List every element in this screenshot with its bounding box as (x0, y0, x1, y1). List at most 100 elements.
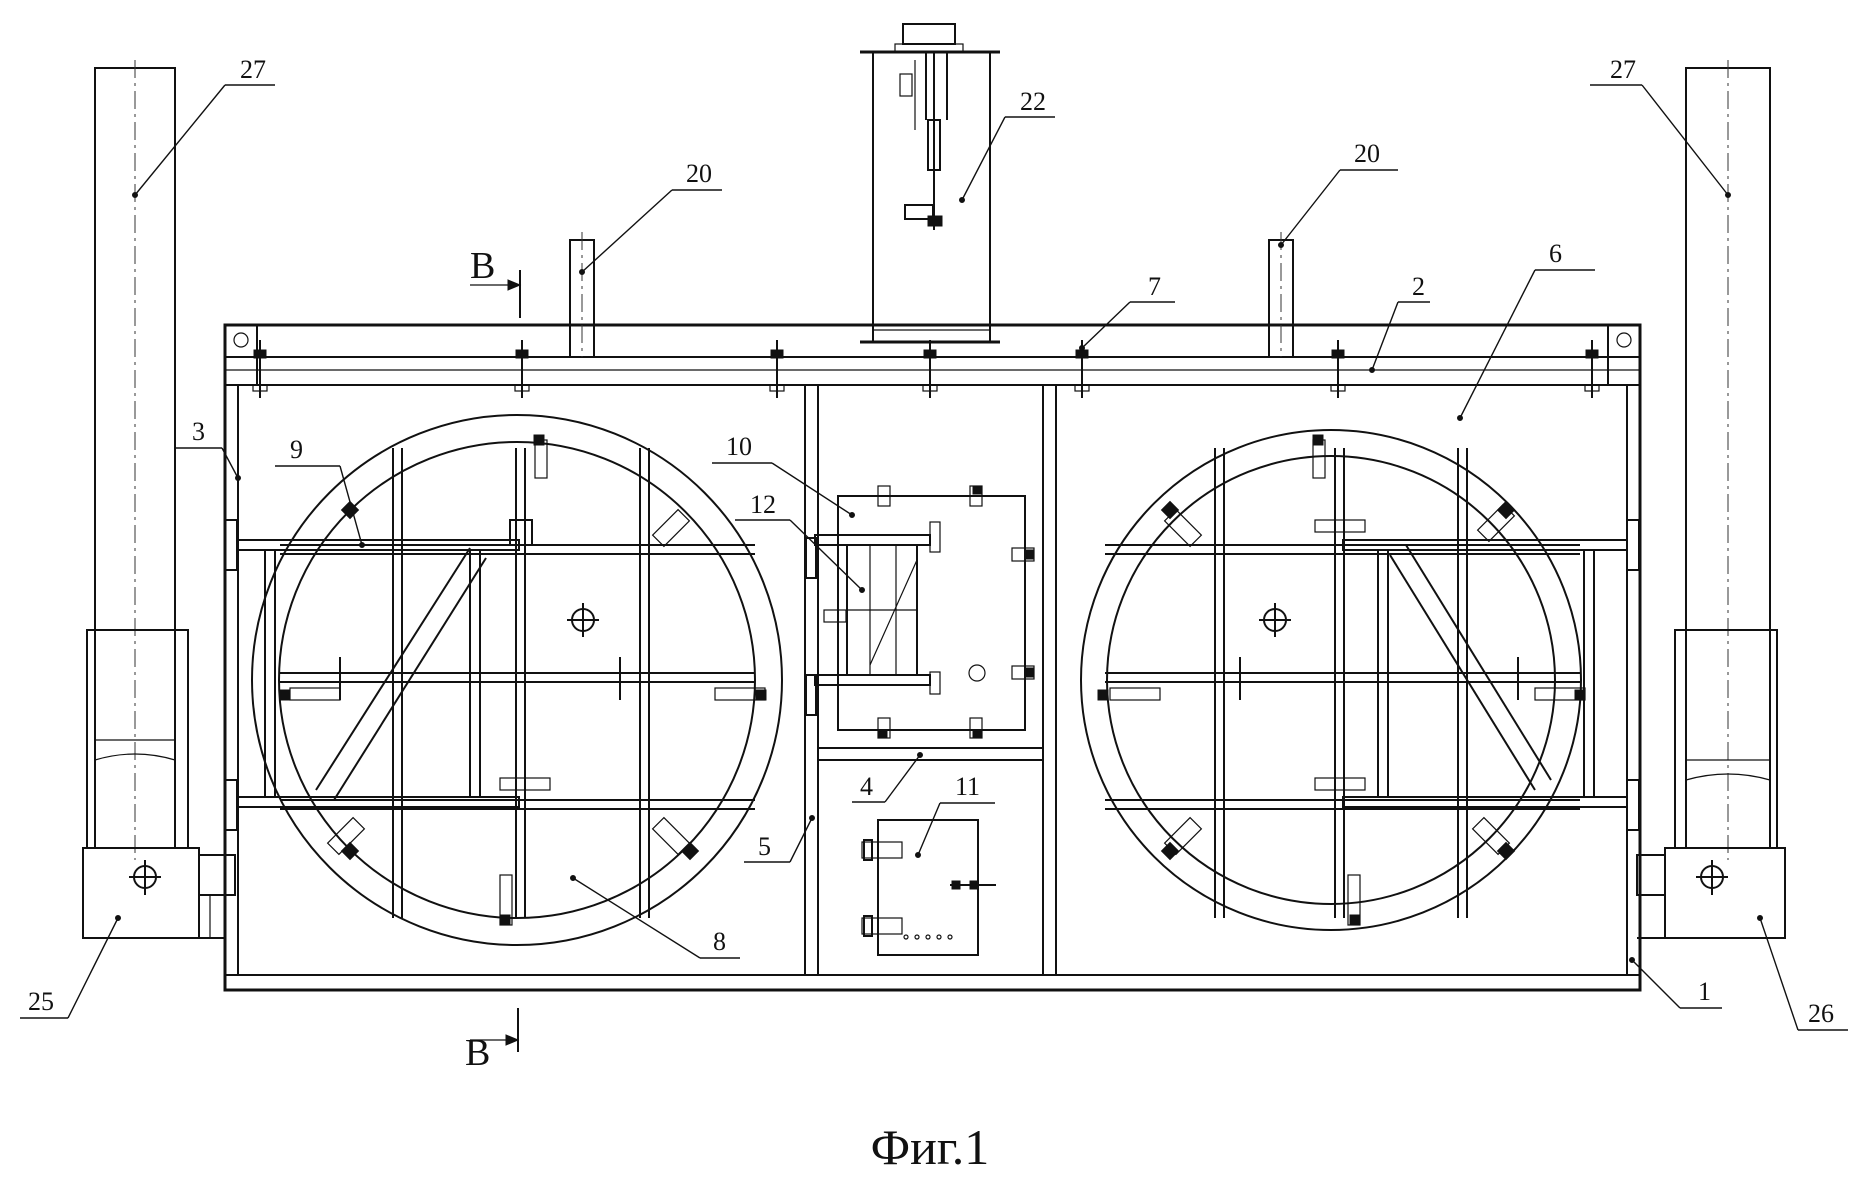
column-right (1636, 60, 1786, 939)
svg-text:В: В (470, 245, 495, 287)
column-left (82, 60, 236, 939)
callout-central-post: 5 (744, 815, 815, 863)
callout-column-left: 27 (132, 55, 275, 198)
callout-pipe-left: 20 (579, 159, 722, 275)
left-door (224, 414, 783, 946)
bolt (1584, 340, 1600, 398)
callout-leader (771, 462, 853, 516)
callout-left-foot: 25 (20, 915, 121, 1019)
callout-leader (961, 116, 1006, 201)
callout-bolt: 7 (1079, 272, 1175, 351)
center-mark-symbol-door-left (567, 603, 599, 637)
callout-right-foot: 26 (1757, 915, 1848, 1031)
callout-label: 7 (1148, 272, 1161, 301)
callout-dot (809, 815, 815, 821)
callout-base-frame: 1 (1629, 957, 1722, 1009)
bolt (922, 340, 938, 398)
callout-label: 10 (726, 432, 752, 461)
callout-dot (859, 587, 865, 593)
callout-label: 2 (1412, 272, 1425, 301)
callout-dot (1369, 367, 1375, 373)
callout-dot (359, 542, 365, 548)
bolt (769, 340, 785, 398)
bolt (1330, 340, 1346, 398)
callout-label: 27 (240, 55, 266, 84)
callout-dot (917, 752, 923, 758)
callout-leader (1631, 959, 1681, 1009)
callout-dot (115, 915, 121, 921)
callout-left-door: 8 (570, 875, 740, 959)
callout-label: 20 (686, 159, 712, 188)
callout-left-wall: 3 (175, 417, 241, 481)
callout-dot (959, 197, 965, 203)
top-mechanism (860, 23, 1000, 344)
section-mark-top: В (470, 245, 522, 318)
callout-dot (849, 512, 855, 518)
pipe-left (569, 232, 595, 358)
callout-leader (1081, 301, 1131, 349)
callout-leader (1280, 169, 1341, 246)
callout-leader (1759, 917, 1799, 1031)
callout-divider: 4 (852, 752, 923, 803)
callout-leader (789, 519, 863, 591)
callout-dot (1079, 345, 1085, 351)
callout-dot (132, 192, 138, 198)
callout-leader (67, 917, 119, 1019)
callout-leader (572, 877, 701, 959)
callout-leader (221, 447, 239, 479)
callout-label: 27 (1610, 55, 1636, 84)
callout-label: 6 (1549, 239, 1562, 268)
lower-hatch (861, 819, 996, 956)
callout-dot (1725, 192, 1731, 198)
callout-pipe-right: 20 (1278, 139, 1398, 248)
callout-dot (570, 875, 576, 881)
callout-dot (1629, 957, 1635, 963)
callout-leader (917, 802, 941, 856)
callout-dot (1457, 415, 1463, 421)
callout-label: 25 (28, 987, 54, 1016)
callout-label: 12 (750, 490, 776, 519)
center-mark-symbol-right (1696, 860, 1728, 895)
callout-leader (339, 465, 363, 546)
callout-leader (1371, 301, 1399, 371)
top-beam-bolts (252, 340, 1600, 398)
callout-top-beam: 2 (1369, 272, 1430, 373)
hatch-frame (805, 521, 941, 716)
callout-label: 5 (758, 832, 771, 861)
callout-leader (1641, 84, 1729, 196)
callout-dot (235, 475, 241, 481)
center-mark-symbol-left (129, 860, 161, 895)
callout-label: 20 (1354, 139, 1380, 168)
center-mark-symbol-door-right (1259, 603, 1291, 637)
figure-caption: Фиг.1 (870, 1119, 990, 1175)
callout-dot (1278, 242, 1284, 248)
left-door-grid (280, 448, 755, 918)
callout-upper-hatch: 10 (712, 432, 855, 518)
callout-leader (581, 189, 673, 273)
callout-label: 26 (1808, 999, 1834, 1028)
callout-label: 11 (955, 772, 980, 801)
callout-right-panel: 6 (1457, 239, 1595, 421)
callout-leader (1459, 269, 1536, 419)
callout-dot (1757, 915, 1763, 921)
main-frame (199, 323, 1665, 992)
callout-label: 3 (192, 417, 205, 446)
bolt (252, 340, 268, 398)
callout-left-rail: 9 (275, 435, 365, 548)
callout-leader (884, 754, 921, 803)
callout-label: 9 (290, 435, 303, 464)
callout-label: 1 (1698, 977, 1711, 1006)
right-door (1080, 429, 1640, 931)
callout-dot (915, 852, 921, 858)
callout-top-mechanism: 22 (959, 87, 1055, 203)
callout-lower-hatch: 11 (915, 772, 995, 858)
pipe-right (1268, 232, 1294, 358)
bolt (514, 340, 530, 398)
section-mark-bottom: В (465, 1008, 520, 1074)
callout-leader (789, 817, 813, 863)
callout-column-right: 27 (1590, 55, 1731, 198)
callout-dot (579, 269, 585, 275)
svg-text:В: В (465, 1032, 490, 1074)
callout-leader (134, 84, 226, 196)
